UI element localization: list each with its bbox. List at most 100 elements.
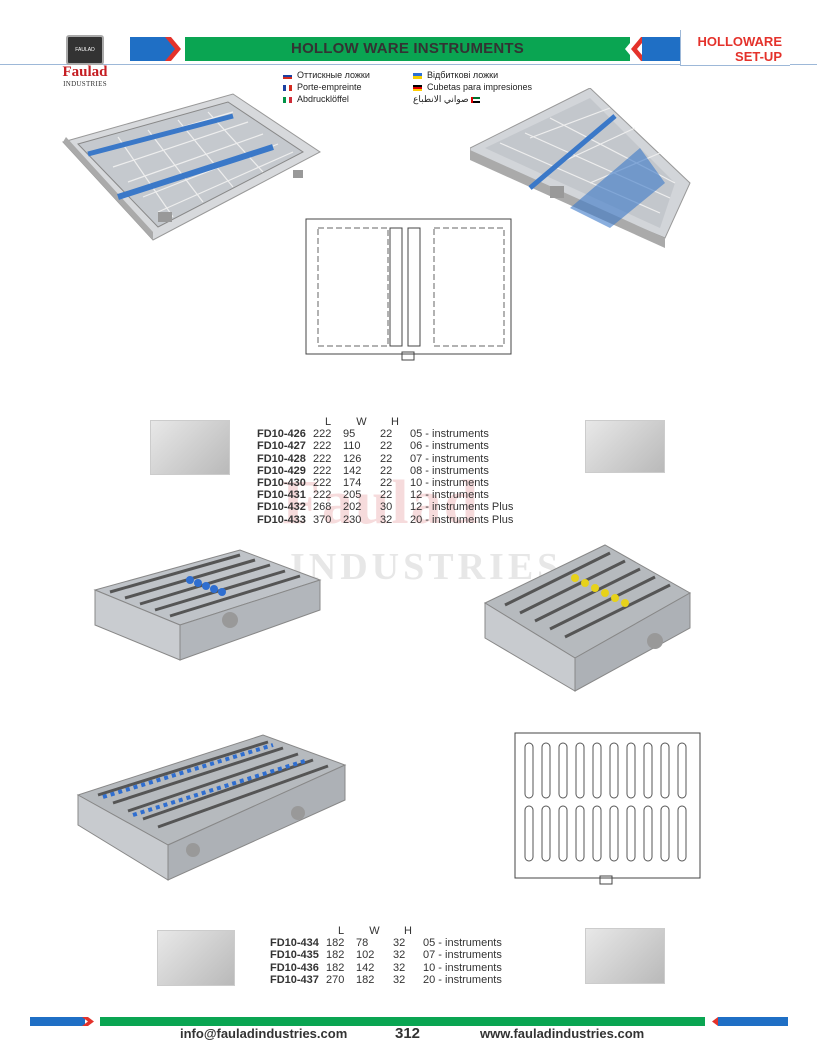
height: 32 — [393, 937, 406, 950]
flag-fr-icon — [283, 84, 292, 91]
section-label: HOLLOWARE SET-UP — [680, 30, 790, 66]
width: 110 — [343, 440, 361, 453]
height: 30 — [380, 501, 393, 514]
description: 20 - instruments — [423, 973, 502, 986]
footer-website-link[interactable]: www.fauladindustries.com — [480, 1026, 645, 1041]
width: 182 — [356, 973, 375, 986]
table-row: FD10-428 222 126 22 07 - instruments — [257, 453, 520, 465]
length: 182 — [326, 949, 345, 962]
length: 270 — [326, 973, 345, 986]
header-w: W — [369, 925, 380, 937]
header-bar-left-blue — [130, 37, 175, 61]
language-text: Відбиткові ложки — [427, 70, 499, 80]
footer-email-link[interactable]: info@fauladindustries.com — [180, 1026, 348, 1041]
language-text: Оттискные ложки — [297, 70, 370, 80]
height: 22 — [380, 452, 393, 465]
product-code: FD10-436 — [270, 961, 319, 974]
product-thumb-latch — [150, 420, 230, 475]
language-item: Abdrucklöffel — [283, 93, 413, 105]
page-number: 312 — [395, 1025, 421, 1042]
product-code: FD10-429 — [257, 464, 306, 477]
width: 78 — [356, 937, 369, 950]
chevron-right-icon — [82, 1017, 98, 1026]
product-code: FD10-433 — [257, 513, 306, 526]
height: 22 — [380, 440, 393, 453]
header-bar-green — [185, 37, 630, 61]
table-row: FD10-437 270 182 32 20 - instruments — [270, 974, 533, 986]
length: 370 — [313, 513, 332, 526]
page-title: HOLLOW WARE INSTRUMENTS — [291, 40, 524, 57]
product-code: FD10-427 — [257, 440, 306, 453]
height: 32 — [393, 973, 406, 986]
product-code: FD10-431 — [257, 489, 306, 502]
header-bar-right-blue — [642, 37, 682, 61]
description: 07 - instruments — [423, 949, 502, 962]
length: 268 — [313, 501, 332, 514]
logo-brand: Faulad — [62, 64, 108, 80]
length: 222 — [313, 440, 332, 453]
company-logo: FAULAD Faulad INDUSTRIES — [55, 35, 115, 88]
length: 182 — [326, 937, 345, 950]
language-item: Porte-empreinte — [283, 81, 413, 93]
technical-drawing-slotted-tray — [514, 732, 701, 885]
header-l: L — [337, 925, 345, 937]
language-item: Cubetas para impresiones — [413, 81, 553, 93]
header-divider — [0, 64, 817, 65]
height: 32 — [393, 961, 406, 974]
product-thumb-latch-2 — [157, 930, 235, 986]
length: 222 — [313, 452, 332, 465]
description: 07 - instruments — [410, 452, 489, 465]
length: 222 — [313, 428, 332, 441]
header-h: H — [391, 416, 399, 428]
language-item: صواني الانطباع — [413, 93, 553, 105]
width: 95 — [343, 428, 356, 441]
description: 10 - instruments — [410, 477, 489, 490]
product-code: FD10-428 — [257, 452, 306, 465]
height: 22 — [380, 477, 393, 490]
height: 32 — [380, 513, 393, 526]
language-text: Cubetas para impresiones — [427, 82, 533, 92]
height: 22 — [380, 489, 393, 502]
product-code: FD10-434 — [270, 937, 319, 950]
description: 05 - instruments — [410, 428, 489, 441]
product-code: FD10-430 — [257, 477, 306, 490]
product-thumb-corner — [585, 420, 665, 473]
description: 10 - instruments — [423, 961, 502, 974]
product-code: FD10-437 — [270, 973, 319, 986]
height: 32 — [393, 949, 406, 962]
logo-badge: FAULAD — [66, 35, 104, 65]
table-row: FD10-433 370 230 32 20 - instruments Plus — [257, 514, 520, 526]
product-thumb-corner-2 — [585, 928, 665, 984]
flag-de-icon — [413, 84, 422, 91]
product-image-mesh-tray-2 — [470, 88, 691, 248]
description: 12 - instruments Plus — [410, 501, 514, 514]
watermark-subtitle: INDUSTRIES — [290, 546, 563, 588]
description: 08 - instruments — [410, 464, 489, 477]
width: 205 — [343, 489, 362, 502]
description: 20 - instruments Plus — [410, 513, 514, 526]
width: 126 — [343, 452, 362, 465]
width: 230 — [343, 513, 362, 526]
product-code: FD10-435 — [270, 949, 319, 962]
description: 12 - instruments — [410, 489, 489, 502]
language-text: Abdrucklöffel — [297, 94, 349, 104]
flag-ua-icon — [413, 72, 422, 79]
flag-ru-icon — [283, 72, 292, 79]
technical-drawing-mesh-tray — [305, 218, 512, 361]
height: 22 — [380, 428, 393, 441]
footer-bar-left-blue — [30, 1017, 85, 1026]
product-image-mesh-tray-1 — [62, 93, 321, 241]
product-code: FD10-432 — [257, 501, 306, 514]
length: 182 — [326, 961, 345, 974]
product-image-slotted-tray-blue — [93, 549, 322, 661]
header-h: H — [404, 925, 412, 937]
